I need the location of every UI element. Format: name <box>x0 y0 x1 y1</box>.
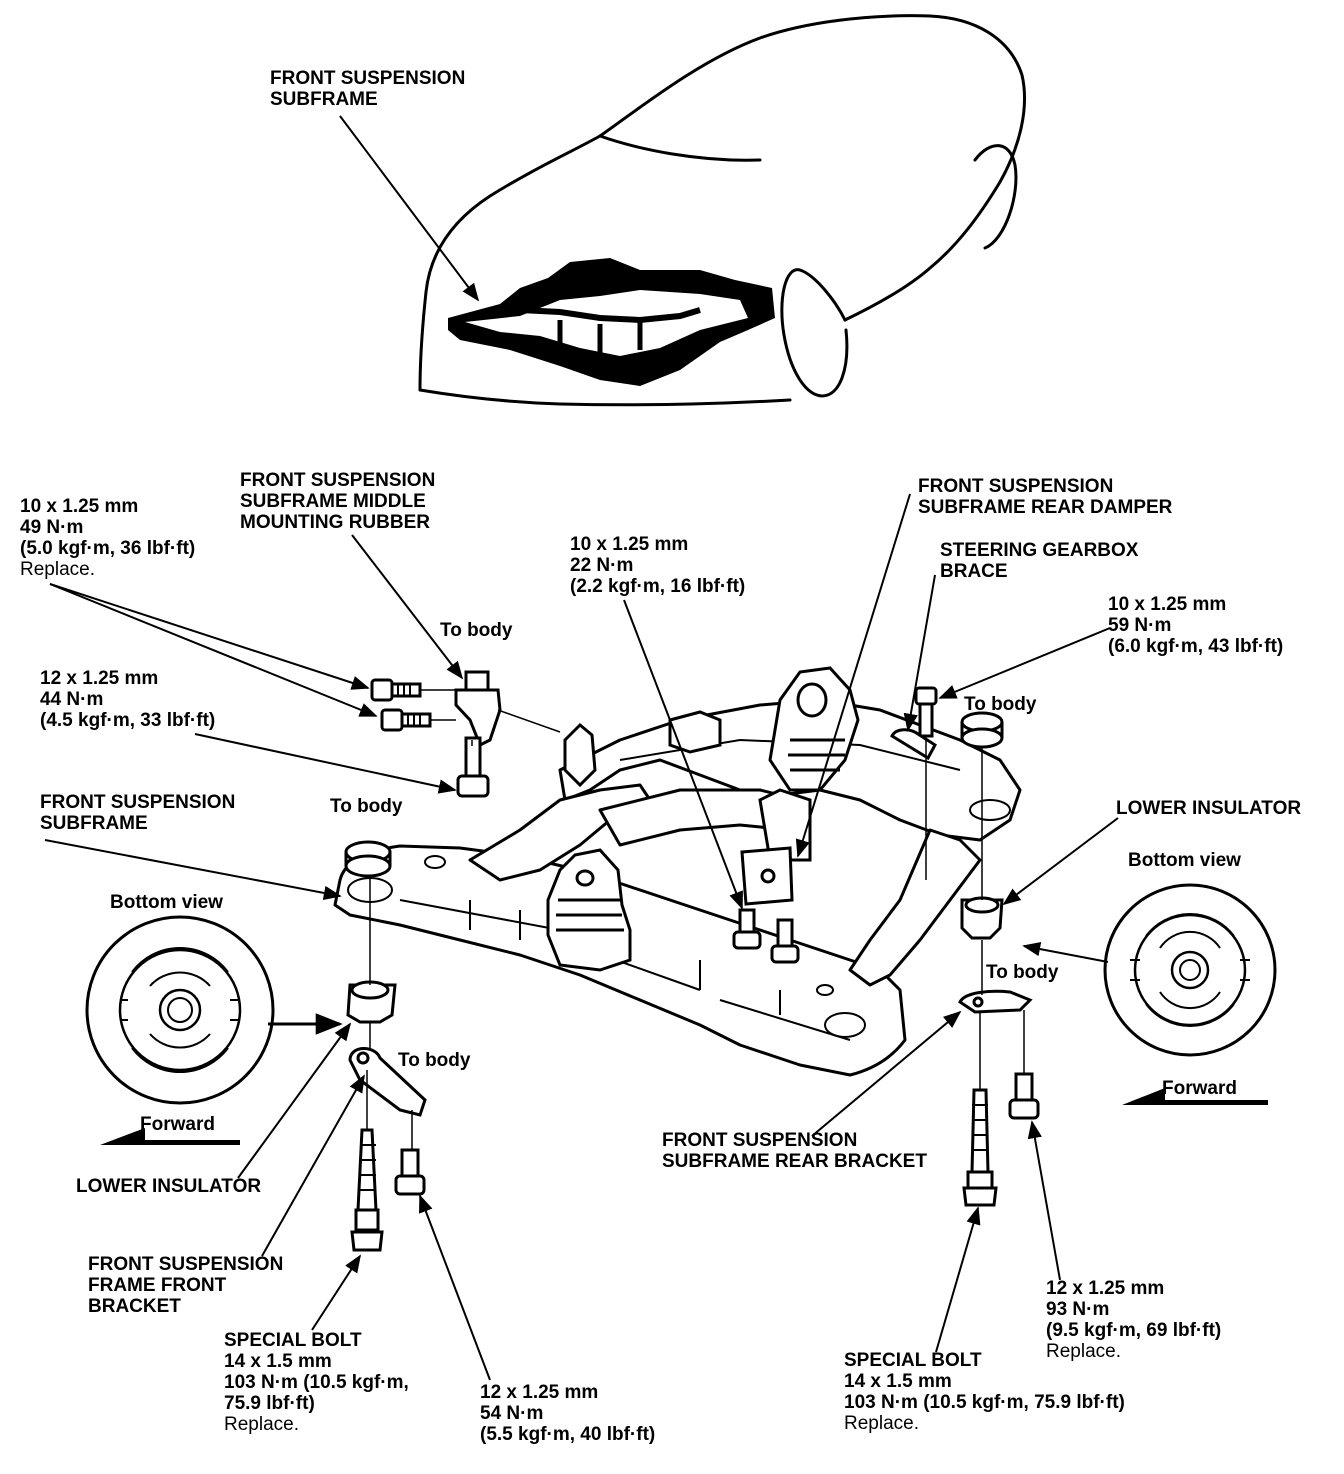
label-car-subframe: FRONT SUSPENSION SUBFRAME <box>270 68 466 110</box>
lower-insulator-right <box>960 896 1004 940</box>
bottom-view-right <box>1103 883 1277 1057</box>
label-special-bolt-left: SPECIAL BOLT 14 x 1.5 mm 103 N·m (10.5 k… <box>224 1330 409 1435</box>
bolt-10x125-22-left <box>732 908 762 950</box>
label-lower-insulator-left: LOWER INSULATOR <box>76 1176 262 1197</box>
special-bolt-left <box>350 1128 384 1252</box>
bolt-12x125-44 <box>456 736 490 798</box>
bolts <box>344 670 1040 1252</box>
label-gearbox-brace: STEERING GEARBOX BRACE <box>940 540 1139 582</box>
label-bolt-10x125-49: 10 x 1.25 mm 49 N·m (5.0 kgf·m, 36 lbf·f… <box>20 496 196 580</box>
rear-damper-block <box>740 846 794 906</box>
leader-lines <box>44 115 1119 1381</box>
label-bolt-10x125-59: 10 x 1.25 mm 59 N·m (6.0 kgf·m, 43 lbf·f… <box>1108 594 1284 657</box>
label-bottom-view-left: Bottom view <box>110 892 223 913</box>
rear-damper-mount <box>758 666 860 862</box>
mount-washer-right <box>960 711 1004 749</box>
label-bolt-12x125-44: 12 x 1.25 mm 44 N·m (4.5 kgf·m, 33 lbf·f… <box>40 668 216 731</box>
subframe-details <box>347 710 1011 1041</box>
label-lower-insulator-right: LOWER INSULATOR <box>1116 798 1302 819</box>
label-subframe: FRONT SUSPENSION SUBFRAME <box>40 792 236 834</box>
front-engine-mount <box>546 848 632 972</box>
label-rear-damper: FRONT SUSPENSION SUBFRAME REAR DAMPER <box>918 476 1173 518</box>
label-forward-right: Forward <box>1162 1078 1237 1099</box>
label-special-bolt-right: SPECIAL BOLT 14 x 1.5 mm 103 N·m (10.5 k… <box>844 1350 1125 1434</box>
subframe-body <box>333 698 1022 1077</box>
label-to-body-right-top: To body <box>964 694 1037 715</box>
bolt-12x125-93 <box>1008 1072 1040 1120</box>
label-rear-bracket: FRONT SUSPENSION SUBFRAME REAR BRACKET <box>662 1130 927 1172</box>
label-bolt-10x125-22: 10 x 1.25 mm 22 N·m (2.2 kgf·m, 16 lbf·f… <box>570 534 746 597</box>
bolt-10x125-49-lower <box>380 708 432 732</box>
label-to-body-middle: To body <box>440 620 513 641</box>
alignment-lines <box>366 689 1025 1150</box>
special-bolt-right <box>962 1088 998 1207</box>
middle-mounting-rubber <box>454 670 502 748</box>
label-bolt-12x125-54: 12 x 1.25 mm 54 N·m (5.5 kgf·m, 40 lbf·f… <box>480 1382 656 1445</box>
label-to-body-left: To body <box>330 796 403 817</box>
bottom-view-left <box>85 915 275 1105</box>
bolt-10x125-49-upper <box>370 678 422 702</box>
rear-bracket <box>958 989 1033 1014</box>
label-to-body-rear-bracket: To body <box>986 962 1059 983</box>
lower-insulator-left <box>346 980 397 1024</box>
label-bottom-view-right: Bottom view <box>1128 850 1241 871</box>
label-middle-mounting-rubber: FRONT SUSPENSION SUBFRAME MIDDLE MOUNTIN… <box>240 470 436 533</box>
label-front-bracket: FRONT SUSPENSION FRAME FRONT BRACKET <box>88 1254 284 1317</box>
mount-washer-left <box>344 840 392 878</box>
car-outline <box>418 14 1026 407</box>
label-forward-left: Forward <box>140 1114 215 1135</box>
bolt-10x125-22-right <box>770 918 800 964</box>
forward-arrow-left <box>100 1128 240 1145</box>
front-bracket <box>348 1047 427 1117</box>
label-to-body-front-bracket: To body <box>398 1050 471 1071</box>
car-subframe-silhouette <box>448 258 775 386</box>
forward-arrow-right <box>1122 1088 1268 1105</box>
bolt-12x125-54 <box>394 1148 426 1196</box>
gearbox-brace-bolt <box>890 686 938 761</box>
label-bolt-12x125-93: 12 x 1.25 mm 93 N·m (9.5 kgf·m, 69 lbf·f… <box>1046 1278 1222 1362</box>
